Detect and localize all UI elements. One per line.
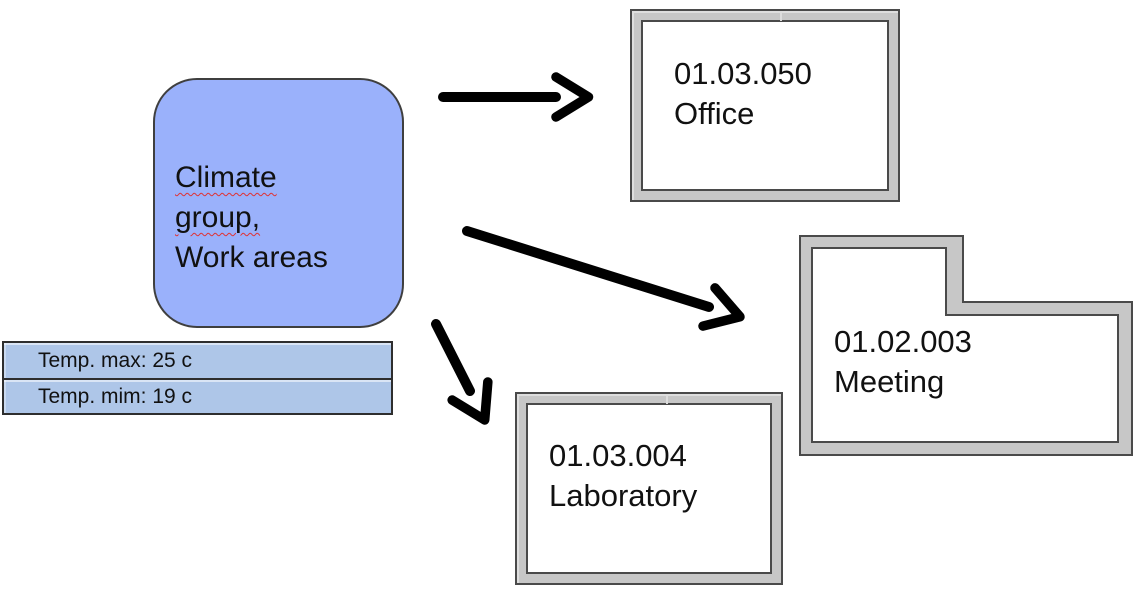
room-laboratory[interactable] [515, 392, 783, 585]
room-office-name: Office [674, 96, 755, 131]
climate-group-word-group: group, [175, 201, 261, 234]
room-laboratory-floor [526, 403, 772, 574]
climate-group-label-line-3: Work areas [175, 241, 328, 274]
room-laboratory-code: 01.03.004 [549, 438, 687, 473]
room-meeting-label: 01.02.003 Meeting [834, 322, 972, 402]
temp-min-label: Temp. mim: 19 c [38, 384, 193, 408]
climate-group-label-line-2: group, [175, 198, 328, 238]
room-office-floor [641, 20, 889, 191]
room-laboratory-name: Laboratory [549, 478, 698, 513]
wall-seam-tick [666, 396, 668, 404]
room-meeting-code: 01.02.003 [834, 324, 972, 359]
wall-seam-tick [780, 13, 782, 21]
temp-max-label: Temp. max: 25 c [38, 348, 193, 372]
climate-group-node[interactable]: Climate group, Work areas [153, 78, 404, 328]
temp-max-row: Temp. max: 25 c [4, 343, 391, 378]
room-office[interactable] [630, 9, 900, 202]
temp-min-row: Temp. mim: 19 c [4, 378, 391, 413]
climate-group-label: Climate group, Work areas [175, 158, 328, 278]
room-office-label: 01.03.050 Office [674, 54, 812, 134]
room-meeting-name: Meeting [834, 364, 945, 399]
arrow-to-meeting [462, 226, 745, 331]
room-laboratory-label: 01.03.004 Laboratory [549, 436, 697, 516]
arrow-to-laboratory [431, 319, 493, 425]
climate-group-word-climate: Climate [175, 161, 277, 194]
room-office-code: 01.03.050 [674, 56, 812, 91]
climate-group-label-line-1: Climate [175, 158, 328, 198]
temperature-limits-table: Temp. max: 25 c Temp. mim: 19 c [2, 341, 393, 415]
